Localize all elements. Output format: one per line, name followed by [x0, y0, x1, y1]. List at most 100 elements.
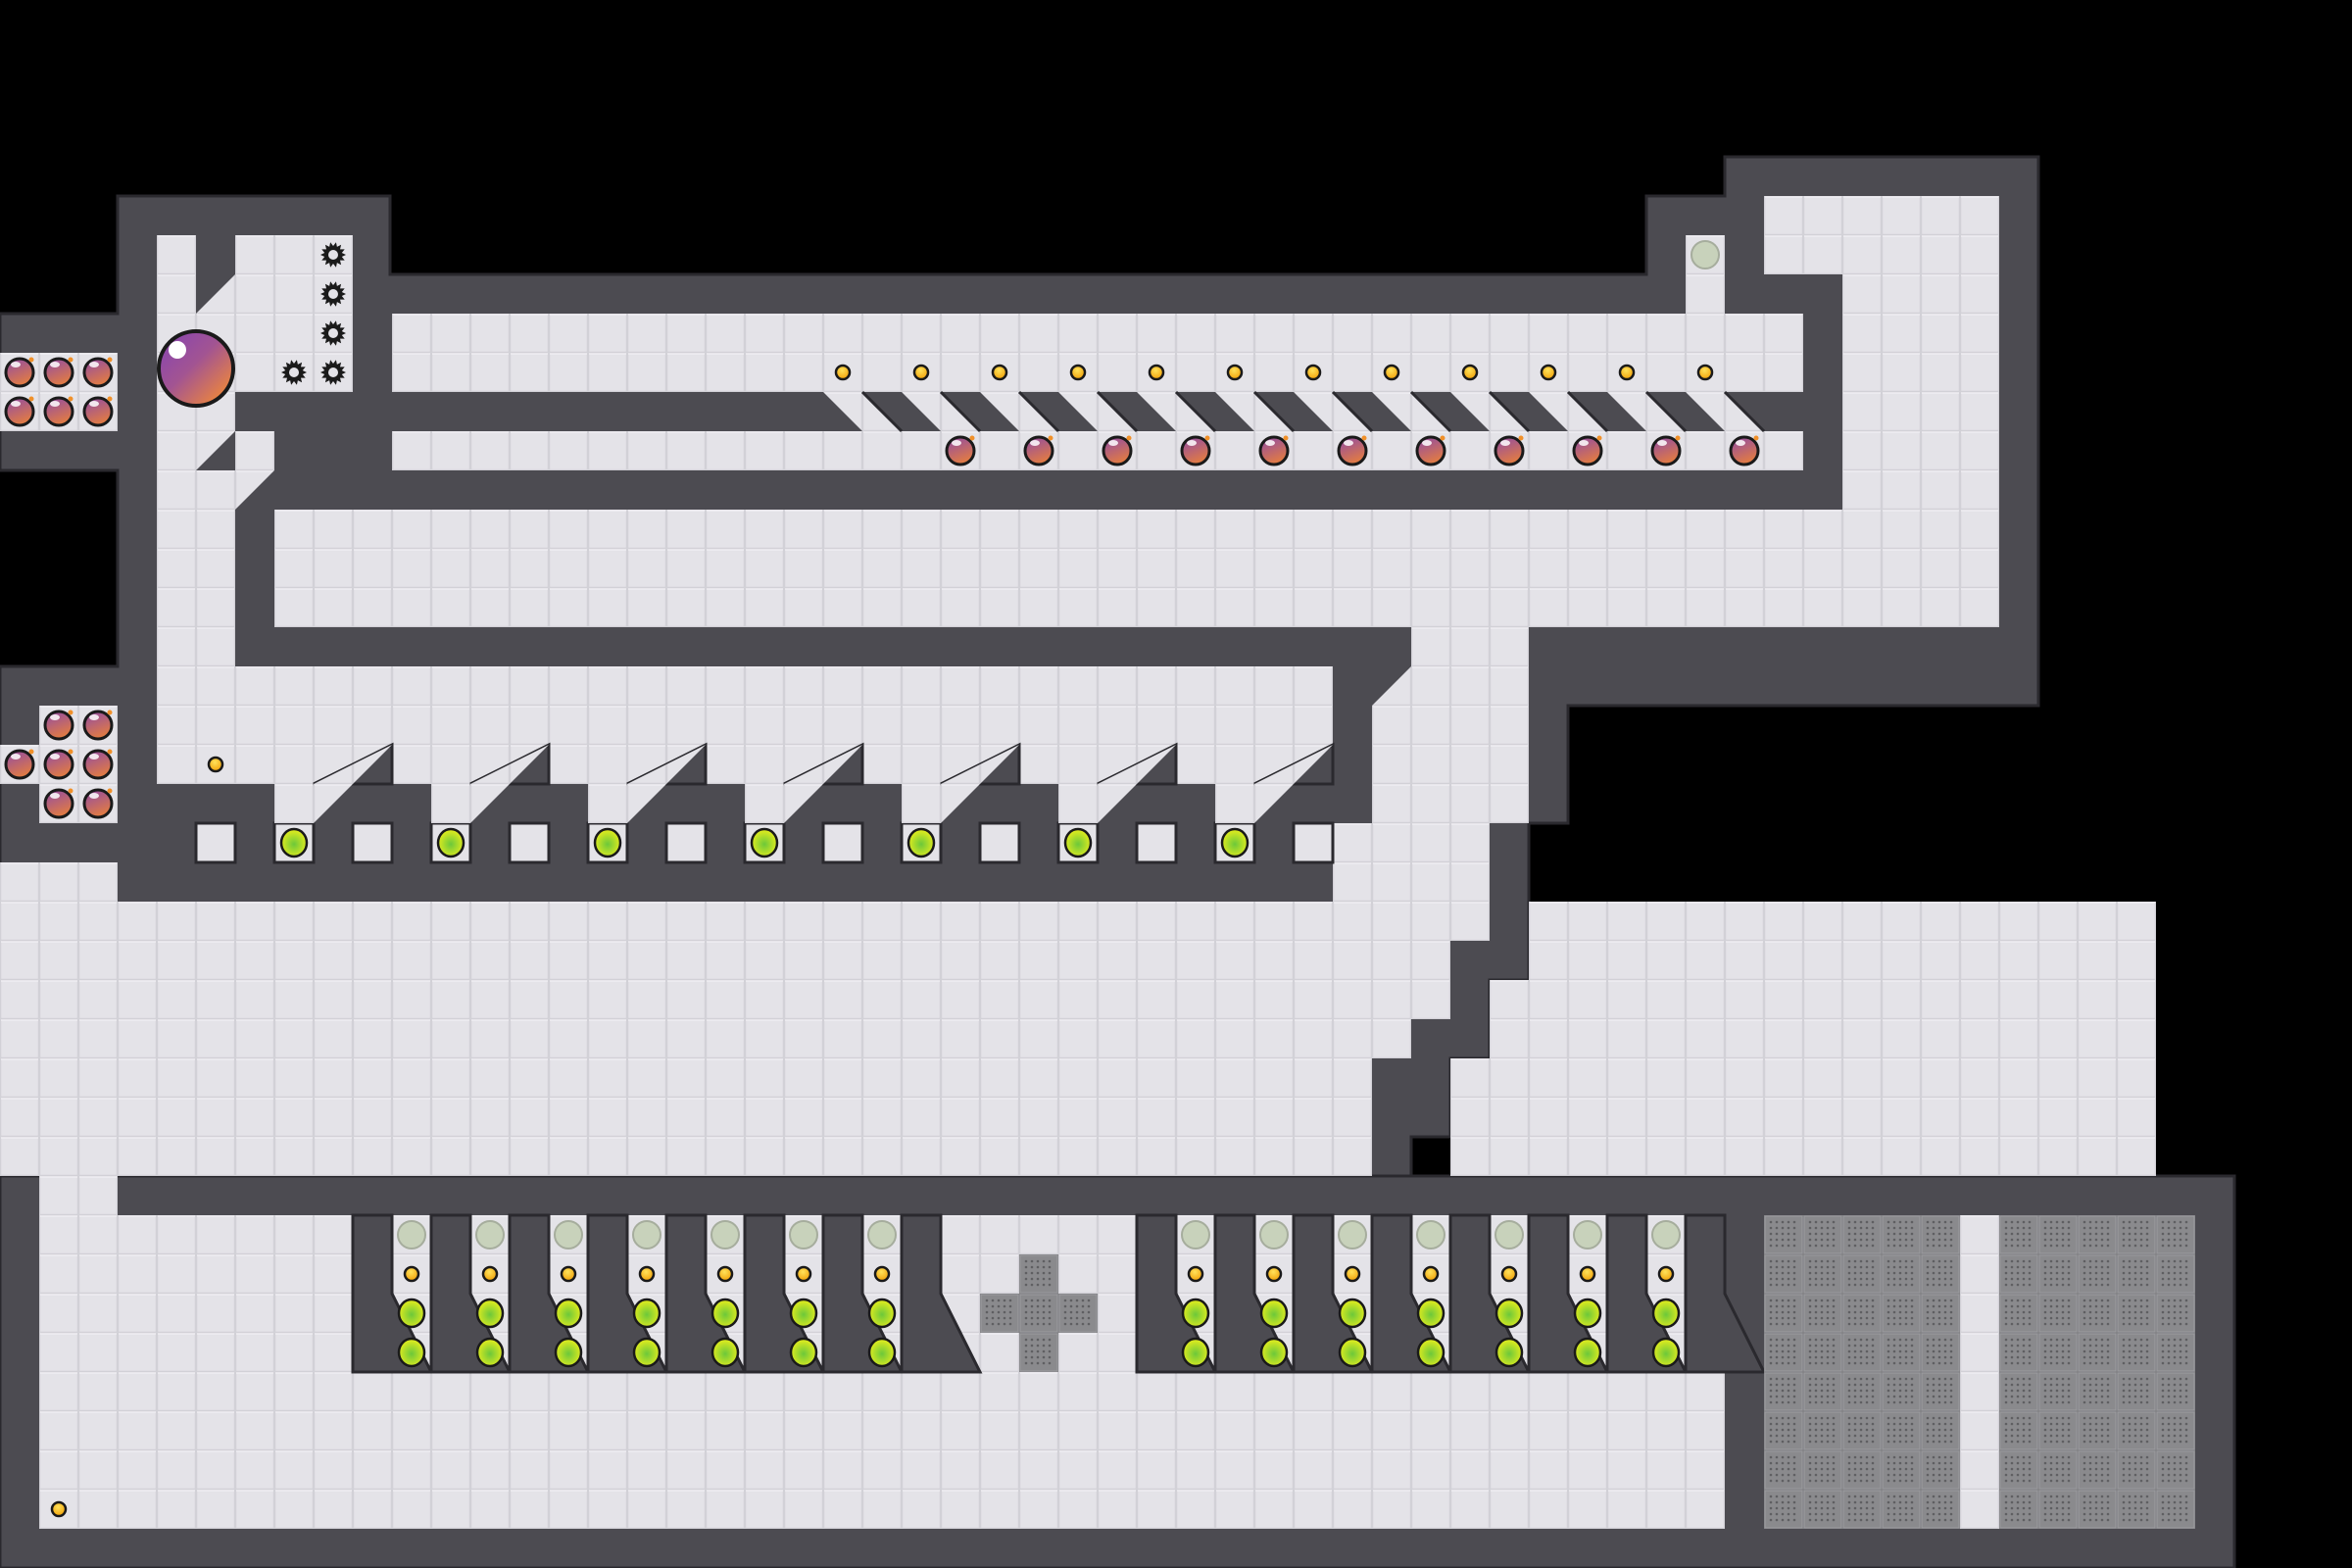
- green-orb[interactable]: [554, 1337, 583, 1368]
- bomb[interactable]: [1023, 435, 1054, 466]
- bomb[interactable]: [43, 396, 74, 427]
- green-orb[interactable]: [1181, 1337, 1210, 1368]
- switch-pad[interactable]: [710, 1220, 740, 1250]
- coin[interactable]: [1540, 364, 1557, 381]
- coin[interactable]: [1579, 1265, 1596, 1283]
- green-orb[interactable]: [1181, 1298, 1210, 1329]
- green-orb[interactable]: [750, 827, 779, 858]
- coin[interactable]: [1344, 1265, 1361, 1283]
- green-orb[interactable]: [710, 1337, 740, 1368]
- bomb[interactable]: [1729, 435, 1760, 466]
- coin[interactable]: [1383, 364, 1400, 381]
- coin[interactable]: [1265, 1265, 1283, 1283]
- coin[interactable]: [1304, 364, 1322, 381]
- coin[interactable]: [912, 364, 930, 381]
- switch-pad[interactable]: [632, 1220, 662, 1250]
- coin[interactable]: [1148, 364, 1165, 381]
- switch-pad[interactable]: [1573, 1220, 1602, 1250]
- green-orb[interactable]: [397, 1337, 426, 1368]
- bomb[interactable]: [1180, 435, 1211, 466]
- switch-pad[interactable]: [1259, 1220, 1289, 1250]
- green-orb[interactable]: [1573, 1298, 1602, 1329]
- green-orb[interactable]: [632, 1337, 662, 1368]
- green-orb[interactable]: [1651, 1337, 1681, 1368]
- bomb[interactable]: [4, 396, 35, 427]
- coin[interactable]: [1226, 364, 1244, 381]
- green-orb[interactable]: [1416, 1337, 1446, 1368]
- green-orb[interactable]: [710, 1298, 740, 1329]
- switch-pad[interactable]: [1338, 1220, 1367, 1250]
- bomb[interactable]: [43, 749, 74, 780]
- bomb[interactable]: [4, 749, 35, 780]
- bomb[interactable]: [1415, 435, 1446, 466]
- green-orb[interactable]: [475, 1337, 505, 1368]
- bomb[interactable]: [1337, 435, 1368, 466]
- green-orb[interactable]: [1416, 1298, 1446, 1329]
- bomb[interactable]: [43, 710, 74, 741]
- switch-pad[interactable]: [1416, 1220, 1446, 1250]
- coin[interactable]: [1500, 1265, 1518, 1283]
- green-orb[interactable]: [1259, 1337, 1289, 1368]
- coin[interactable]: [403, 1265, 420, 1283]
- coin[interactable]: [560, 1265, 577, 1283]
- green-orb[interactable]: [593, 827, 622, 858]
- green-orb[interactable]: [1338, 1337, 1367, 1368]
- coin[interactable]: [50, 1500, 68, 1518]
- bomb[interactable]: [82, 396, 114, 427]
- switch-pad[interactable]: [1494, 1220, 1524, 1250]
- green-orb[interactable]: [867, 1298, 897, 1329]
- switch-pad[interactable]: [1690, 240, 1720, 270]
- coin[interactable]: [795, 1265, 812, 1283]
- coin[interactable]: [716, 1265, 734, 1283]
- bomb[interactable]: [1258, 435, 1290, 466]
- green-orb[interactable]: [1651, 1298, 1681, 1329]
- green-orb[interactable]: [906, 827, 936, 858]
- green-orb[interactable]: [789, 1337, 818, 1368]
- bomb[interactable]: [945, 435, 976, 466]
- bomb[interactable]: [4, 357, 35, 388]
- green-orb[interactable]: [554, 1298, 583, 1329]
- bomb[interactable]: [1494, 435, 1525, 466]
- coin[interactable]: [1422, 1265, 1440, 1283]
- switch-pad[interactable]: [789, 1220, 818, 1250]
- green-orb[interactable]: [436, 827, 466, 858]
- switch-pad[interactable]: [554, 1220, 583, 1250]
- green-orb[interactable]: [279, 827, 309, 858]
- coin[interactable]: [481, 1265, 499, 1283]
- switch-pad[interactable]: [1651, 1220, 1681, 1250]
- coin[interactable]: [207, 756, 224, 773]
- bomb[interactable]: [82, 749, 114, 780]
- bomb[interactable]: [1102, 435, 1133, 466]
- coin[interactable]: [638, 1265, 656, 1283]
- green-orb[interactable]: [1063, 827, 1093, 858]
- bomb[interactable]: [82, 788, 114, 819]
- coin[interactable]: [1461, 364, 1479, 381]
- green-orb[interactable]: [475, 1298, 505, 1329]
- green-orb[interactable]: [397, 1298, 426, 1329]
- switch-pad[interactable]: [1181, 1220, 1210, 1250]
- switch-pad[interactable]: [475, 1220, 505, 1250]
- coin[interactable]: [1696, 364, 1714, 381]
- coin[interactable]: [1618, 364, 1636, 381]
- bomb[interactable]: [1650, 435, 1682, 466]
- green-orb[interactable]: [1259, 1298, 1289, 1329]
- green-orb[interactable]: [1494, 1298, 1524, 1329]
- bomb[interactable]: [43, 357, 74, 388]
- green-orb[interactable]: [632, 1298, 662, 1329]
- green-orb[interactable]: [1220, 827, 1250, 858]
- bomb[interactable]: [82, 710, 114, 741]
- bomb[interactable]: [1572, 435, 1603, 466]
- green-orb[interactable]: [1494, 1337, 1524, 1368]
- bomb[interactable]: [82, 357, 114, 388]
- green-orb[interactable]: [789, 1298, 818, 1329]
- green-orb[interactable]: [867, 1337, 897, 1368]
- coin[interactable]: [991, 364, 1008, 381]
- switch-pad[interactable]: [867, 1220, 897, 1250]
- player-ball[interactable]: [157, 329, 235, 408]
- bomb[interactable]: [43, 788, 74, 819]
- green-orb[interactable]: [1573, 1337, 1602, 1368]
- coin[interactable]: [834, 364, 852, 381]
- switch-pad[interactable]: [397, 1220, 426, 1250]
- green-orb[interactable]: [1338, 1298, 1367, 1329]
- coin[interactable]: [1657, 1265, 1675, 1283]
